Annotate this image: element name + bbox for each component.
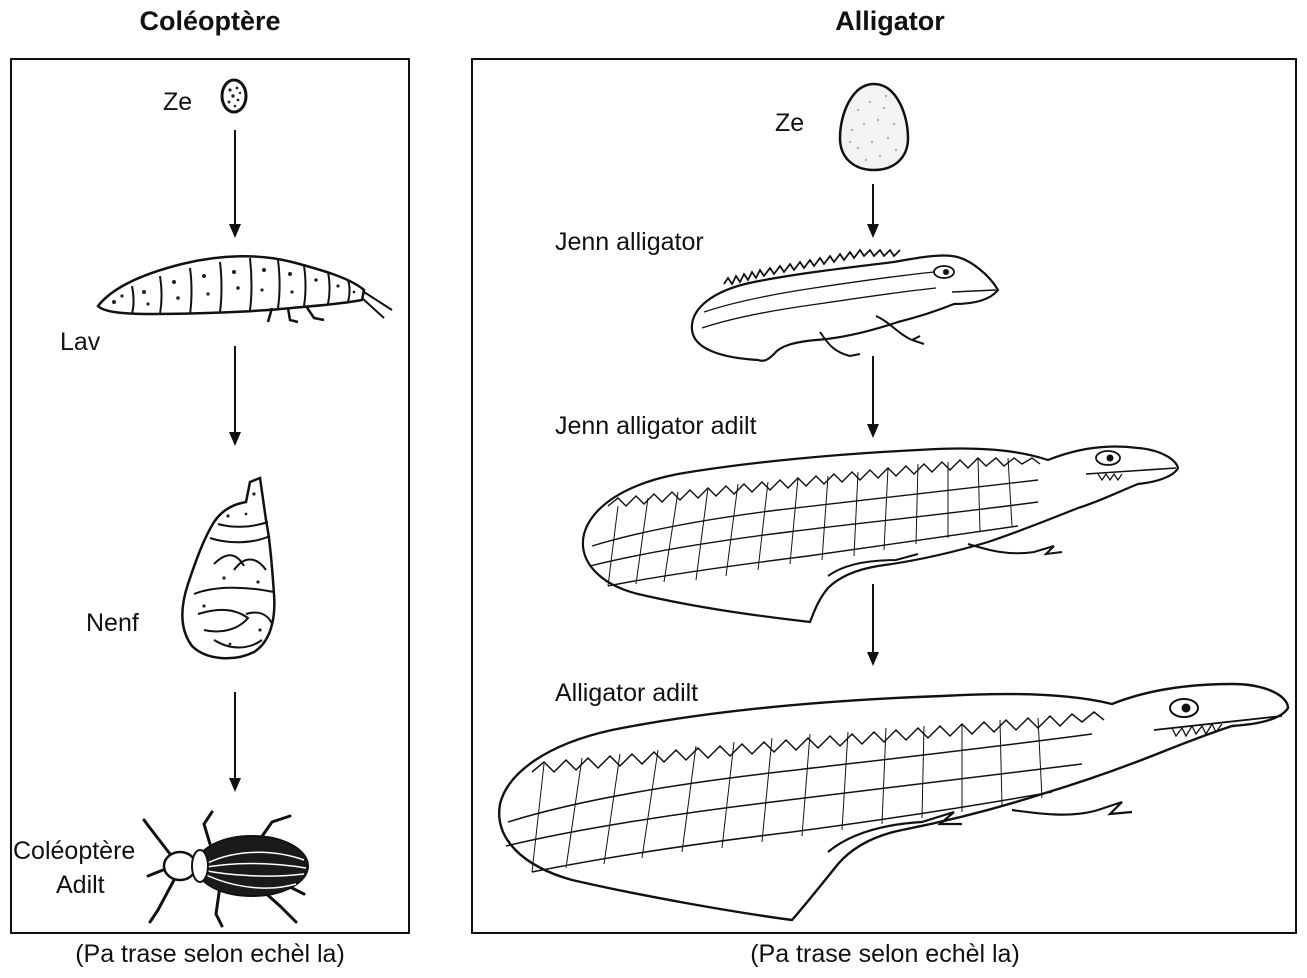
alligator-arrow-1 — [864, 184, 882, 240]
alligator-hatchling-illustration — [684, 242, 1002, 370]
alligator-arrow-2 — [864, 356, 882, 440]
beetle-arrow-1 — [226, 130, 244, 240]
beetle-pupa-illustration — [174, 474, 286, 664]
beetle-panel-title: Coléoptère — [100, 6, 320, 37]
alligator-scale-note: (Pa trase selon echèl la) — [715, 940, 1055, 969]
alligator-adult-illustration — [492, 682, 1292, 928]
alligator-hatchling-label: Jenn alligator — [555, 227, 704, 257]
alligator-egg-label: Ze — [775, 108, 804, 138]
beetle-pupa-label: Nenf — [86, 608, 139, 638]
beetle-scale-note: (Pa trase selon echèl la) — [40, 940, 380, 969]
beetle-egg-label: Ze — [163, 87, 192, 117]
beetle-egg-illustration — [218, 76, 250, 116]
alligator-arrow-3 — [864, 584, 882, 668]
beetle-adult-label-line2: Adilt — [56, 870, 105, 900]
beetle-adult-label-line1: Coléoptère — [13, 836, 135, 866]
beetle-arrow-2 — [226, 346, 244, 448]
alligator-panel-title: Alligator — [780, 6, 1000, 37]
alligator-egg-illustration — [836, 80, 912, 174]
beetle-adult-illustration — [140, 810, 320, 930]
beetle-arrow-3 — [226, 692, 244, 794]
beetle-larva-illustration — [92, 248, 396, 332]
